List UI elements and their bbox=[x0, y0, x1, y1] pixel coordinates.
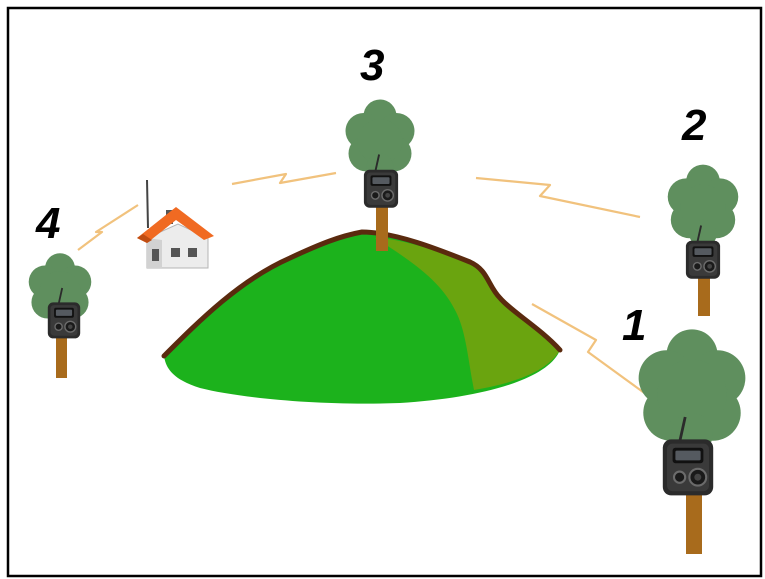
node-1: 1 bbox=[622, 301, 746, 554]
link-house-3 bbox=[231, 171, 337, 186]
link-4-house bbox=[77, 204, 139, 251]
tree-trunk bbox=[698, 270, 710, 316]
node-3-label: 3 bbox=[360, 41, 384, 90]
node-4-label: 4 bbox=[35, 199, 60, 248]
node-2: 2 bbox=[667, 101, 739, 316]
node-1-label: 1 bbox=[622, 301, 646, 350]
tree-trunk bbox=[376, 205, 388, 251]
tree-trunk bbox=[686, 492, 702, 554]
link-3-2 bbox=[475, 176, 641, 219]
hill-icon bbox=[161, 229, 563, 404]
node-3: 3 bbox=[345, 41, 415, 251]
tree-trunk bbox=[56, 330, 67, 378]
node-4: 4 bbox=[28, 199, 92, 378]
house-icon bbox=[137, 179, 214, 269]
wireless-links bbox=[77, 171, 666, 409]
node-2-label: 2 bbox=[681, 101, 707, 150]
link-1-hill bbox=[531, 303, 666, 409]
